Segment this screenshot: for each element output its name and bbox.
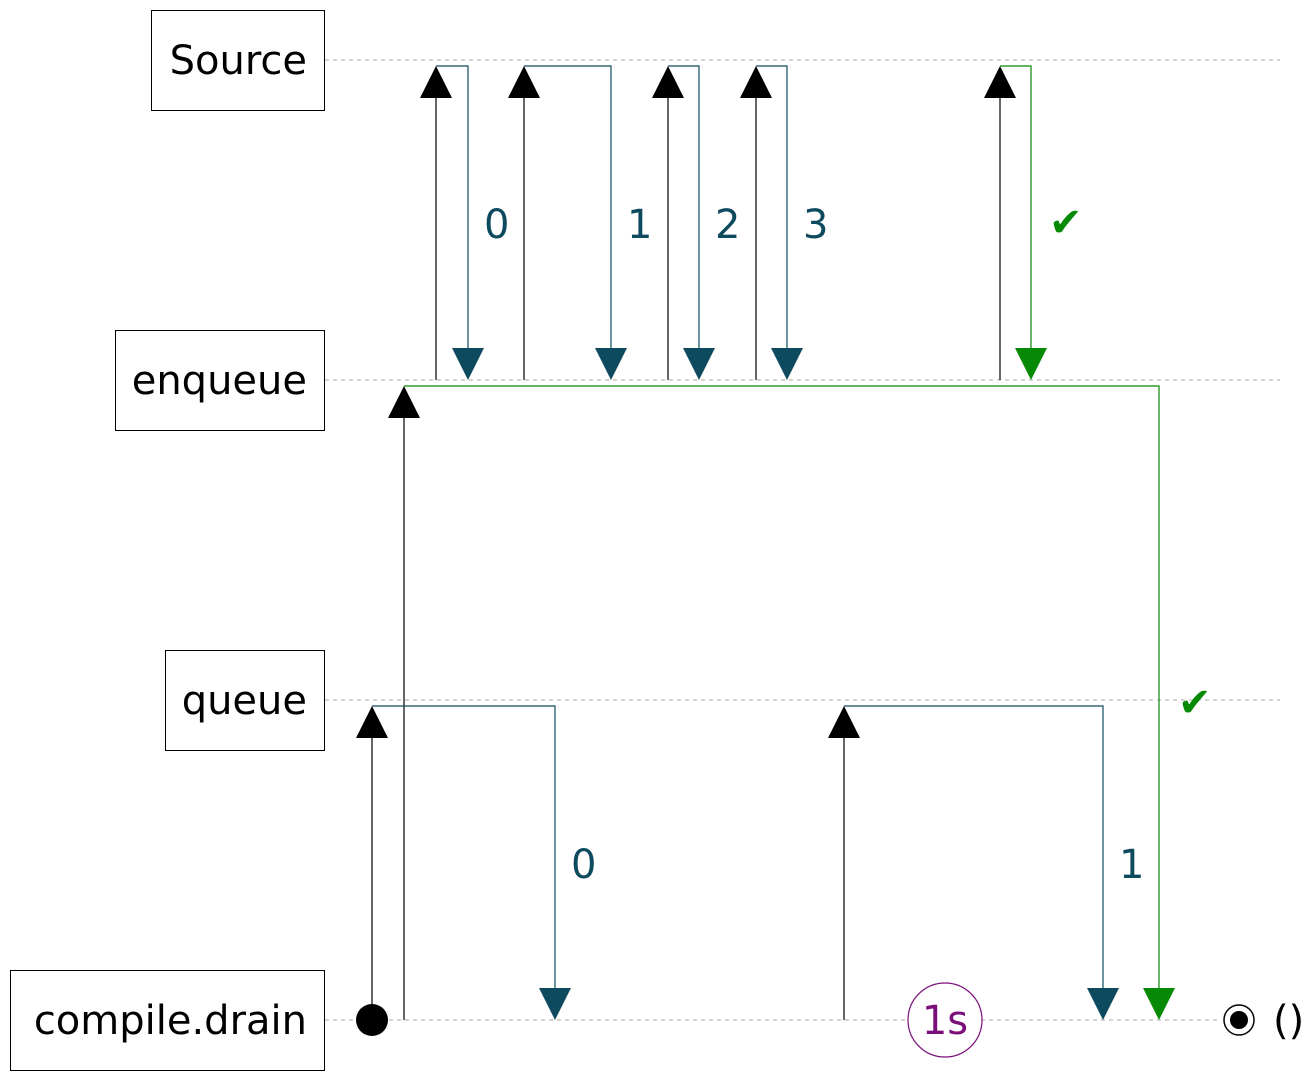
queue-value-0: 0 bbox=[571, 842, 596, 888]
value-arrow bbox=[595, 348, 627, 380]
source-complete-check: ✔ bbox=[1049, 200, 1083, 246]
value-arrow bbox=[539, 988, 571, 1020]
value-arrow bbox=[683, 348, 715, 380]
source-pull-1: 1 bbox=[508, 65, 652, 380]
request-arrow bbox=[420, 66, 452, 98]
source-pull-3: 3 bbox=[740, 65, 828, 380]
source-pull-0: 0 bbox=[420, 65, 509, 380]
enqueue-subscription bbox=[388, 385, 1175, 1020]
source-value-2: 2 bbox=[715, 202, 740, 248]
lane-label-enqueue: enqueue bbox=[132, 358, 307, 404]
source-pull-complete: ✔ bbox=[984, 65, 1083, 380]
source-pull-2: 2 bbox=[652, 65, 740, 380]
value-arrow bbox=[1087, 988, 1119, 1020]
complete-arrow bbox=[1143, 988, 1175, 1020]
result-value: () bbox=[1273, 998, 1304, 1044]
request-arrow bbox=[984, 66, 1016, 98]
lane-drain: compile.drain bbox=[10, 970, 325, 1071]
lane-enqueue: enqueue bbox=[115, 330, 325, 431]
queue-pull-1: 1 bbox=[828, 705, 1144, 1020]
request-arrow bbox=[740, 66, 772, 98]
timer-label: 1s bbox=[922, 998, 968, 1044]
value-arrow bbox=[771, 348, 803, 380]
source-value-1: 1 bbox=[627, 202, 652, 248]
timer-marker: 1s bbox=[907, 982, 983, 1058]
queue-pull-0: 0 bbox=[356, 705, 596, 1020]
lane-source: Source bbox=[151, 10, 325, 111]
request-arrow bbox=[652, 66, 684, 98]
value-arrow bbox=[452, 348, 484, 380]
request-arrow bbox=[828, 706, 860, 738]
lane-queue: queue bbox=[165, 650, 325, 751]
lane-label-source: Source bbox=[170, 38, 307, 84]
request-arrow bbox=[388, 386, 420, 418]
request-arrow bbox=[508, 66, 540, 98]
lane-label-drain: compile.drain bbox=[34, 998, 307, 1044]
subscribe-dot bbox=[356, 1004, 388, 1036]
source-value-0: 0 bbox=[484, 202, 509, 248]
request-arrow bbox=[356, 706, 388, 738]
complete-arrow bbox=[1015, 348, 1047, 380]
lane-label-queue: queue bbox=[182, 678, 307, 724]
source-value-3: 3 bbox=[803, 202, 828, 248]
queue-complete-check: ✔ bbox=[1178, 680, 1212, 726]
queue-value-1: 1 bbox=[1119, 842, 1144, 888]
result-marker: () bbox=[1223, 998, 1304, 1044]
